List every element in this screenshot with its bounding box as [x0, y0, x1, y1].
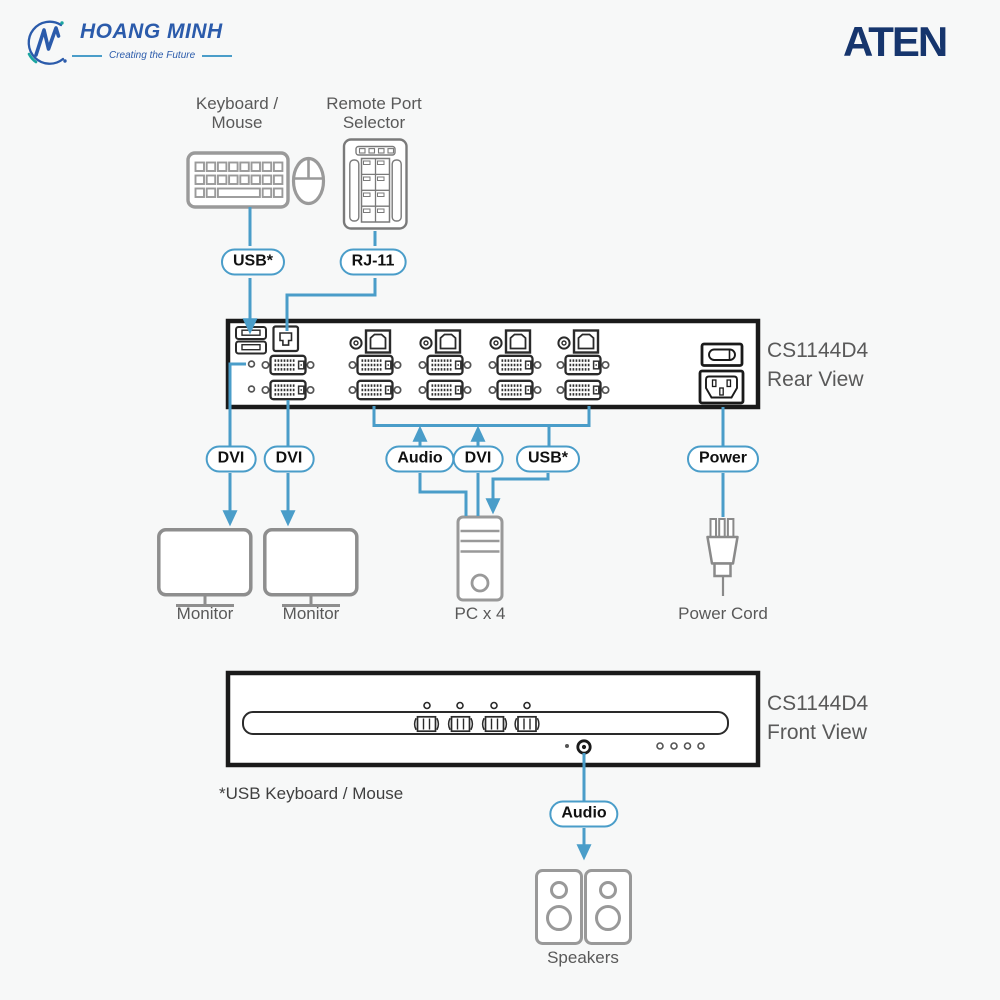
keyboard-icon	[186, 151, 290, 209]
rear-view-title: CS1144D4 Rear View	[767, 339, 869, 391]
tagline-left-dash	[72, 54, 102, 57]
pill-dvi-monitor1: DVI	[205, 445, 257, 473]
remote-port-selector-label: Remote Port Selector	[326, 94, 422, 132]
speakers-label: Speakers	[547, 948, 619, 967]
power-plug-icon	[706, 518, 739, 596]
console-audio-jack-2	[247, 385, 256, 393]
mouse-icon	[291, 156, 326, 206]
front-right-leds	[656, 742, 705, 750]
dvi-port-icon	[488, 354, 542, 376]
dvi-port-icon	[418, 354, 472, 376]
pc-label: PC x 4	[454, 604, 506, 623]
port-select-button-icon	[481, 715, 508, 733]
keyboard-mouse-label: Keyboard / Mouse	[195, 94, 279, 132]
pill-dvi-pc: DVI	[452, 445, 504, 473]
cable-audio-pill-to-pc	[418, 473, 468, 516]
monitor1-label: Monitor	[176, 604, 234, 623]
cable-rear-bracket	[372, 406, 591, 427]
front-leds	[423, 701, 531, 710]
port-select-button-icon	[413, 715, 440, 733]
dvi-port-icon	[418, 379, 472, 401]
brand-tagline-row: Creating the Future	[72, 50, 233, 61]
pill-rj11: RJ-11	[339, 248, 407, 276]
cable-rj11-pill-to-rear	[285, 278, 377, 331]
pill-power: Power	[686, 445, 760, 473]
dvi-port-icon	[556, 379, 610, 401]
cable-rear-to-dvi1-pill	[228, 362, 246, 446]
dvi-port-icon	[261, 354, 315, 376]
pill-dvi-monitor2: DVI	[263, 445, 315, 473]
cable-usb-pill-to-pc	[485, 473, 550, 515]
dvi-port-icon	[488, 379, 542, 401]
power-cord-label: Power Cord	[678, 604, 768, 623]
dvi-port-icon	[556, 354, 610, 376]
monitor-icon-2	[263, 528, 359, 608]
pill-usb-pc: USB*	[515, 445, 581, 473]
dvi-port-icon	[261, 379, 315, 401]
front-panel	[225, 670, 761, 768]
pill-usb-console: USB*	[220, 248, 286, 276]
aten-logo: ATEN	[843, 18, 948, 65]
usb-footnote: *USB Keyboard / Mouse	[219, 784, 404, 803]
tagline-right-dash	[202, 54, 233, 57]
pill-audio-speakers: Audio	[549, 800, 619, 828]
front-audio-jack-icon	[576, 739, 592, 755]
cables	[222, 207, 725, 861]
front-mic-dot	[565, 744, 569, 748]
port-select-button-icon	[514, 715, 540, 733]
power-switch-icon	[700, 342, 744, 367]
console-audio-jack-1	[247, 360, 256, 368]
hoang-minh-logo-icon	[27, 20, 67, 65]
brand-name: HOANG MINH	[80, 20, 223, 43]
pc-tower-icon	[456, 515, 504, 602]
remote-port-selector-icon	[342, 138, 408, 230]
port-select-button-icon	[447, 715, 474, 733]
speaker-icon-right	[584, 869, 632, 945]
speaker-icon-left	[535, 869, 583, 945]
pill-audio-pc: Audio	[385, 445, 455, 473]
brand-tagline: Creating the Future	[109, 50, 196, 61]
rear-panel	[225, 318, 761, 410]
monitor2-label: Monitor	[282, 604, 340, 623]
dvi-port-icon	[348, 379, 402, 401]
power-inlet-icon	[698, 369, 745, 405]
front-view-title: CS1144D4 Front View	[767, 692, 869, 744]
hoang-minh-logo: HOANG MINH Creating the Future	[22, 14, 252, 78]
dvi-port-icon	[348, 354, 402, 376]
monitor-icon-1	[157, 528, 253, 608]
